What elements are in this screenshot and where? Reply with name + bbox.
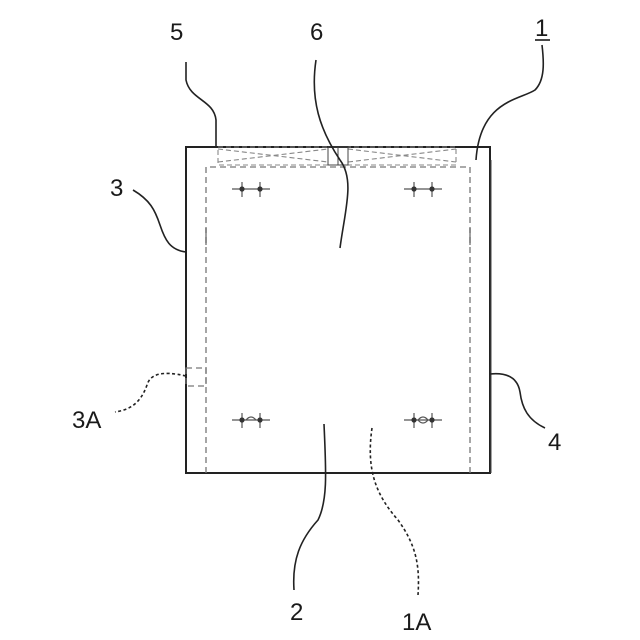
fastener-top-right: [404, 182, 442, 197]
ref-label-1a: 1A: [402, 609, 431, 636]
ref-label-6: 6: [310, 19, 323, 46]
leader-1: [476, 45, 543, 160]
inner-dashed-outline: [206, 167, 470, 473]
leader-3a: [115, 373, 186, 412]
fastener-bottom-right: [404, 413, 442, 428]
ref-label-5: 5: [170, 19, 183, 46]
leader-6: [314, 60, 348, 248]
ref-label-3a: 3A: [72, 407, 101, 434]
ref-label-2: 2: [290, 599, 303, 626]
leader-3: [133, 190, 186, 252]
fastener-bottom-left: [232, 413, 270, 428]
ref-label-3: 3: [110, 175, 123, 202]
ref-label-1: 1: [535, 15, 548, 42]
leader-4: [490, 374, 545, 428]
leader-1a: [370, 428, 418, 595]
sheet-outer-outline: [186, 147, 490, 473]
leader-5: [186, 62, 216, 147]
leader-2: [294, 424, 326, 590]
top-band-fold-right: [348, 149, 456, 162]
side-tab-3a: [186, 368, 206, 386]
top-band-fold-left: [218, 149, 328, 162]
fastener-top-left: [232, 182, 270, 197]
ref-label-4: 4: [548, 429, 561, 456]
